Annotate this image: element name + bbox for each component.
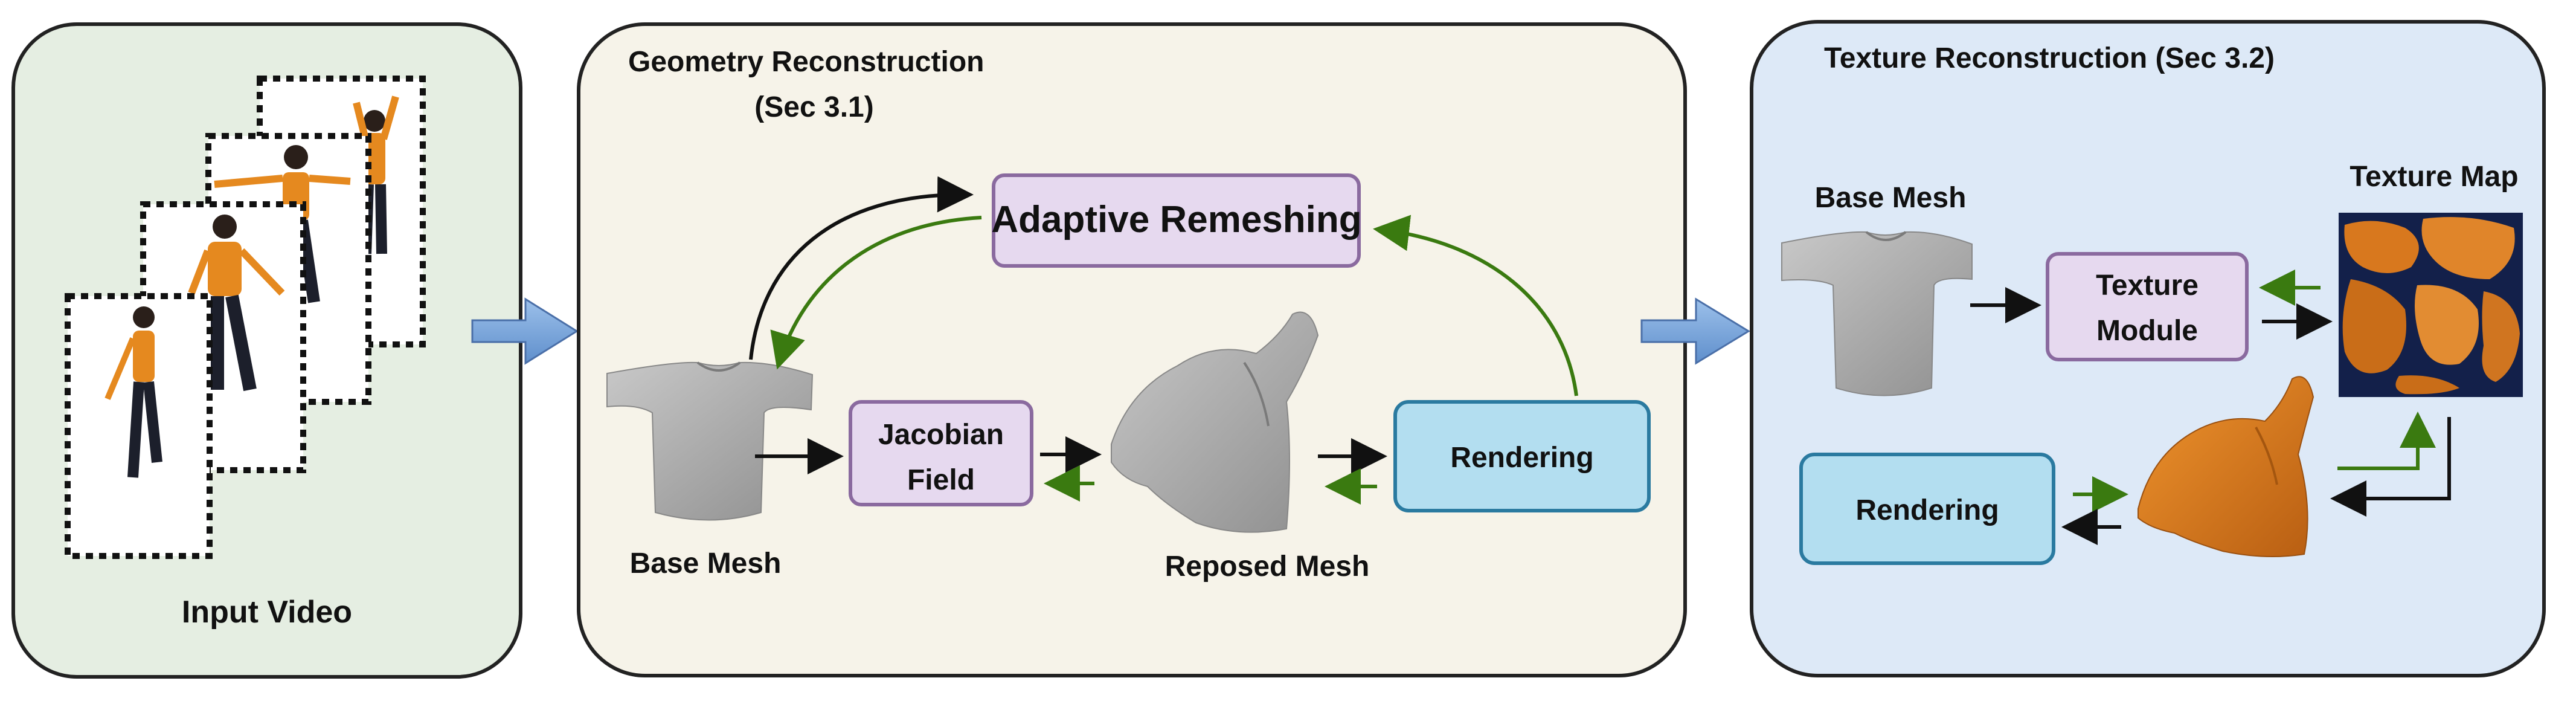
geometry-reconstruction-panel: Geometry Reconstruction (Sec 3.1) Adapti… [577,22,1687,677]
geometry-rendering-module: Rendering [1393,400,1651,512]
texture-arrows [1970,270,2451,545]
texture-module-line1: Texture [2096,270,2199,302]
texture-map-icon [2339,213,2523,397]
person-figure-icon [188,215,285,392]
texture-module: Texture Module [2046,252,2249,361]
input-video-label: Input Video [182,595,352,630]
texture-module-line2: Module [2096,315,2198,347]
big-arrow-icon [1640,297,1750,365]
geometry-title-line1: Geometry Reconstruction [628,46,984,78]
video-frame-1 [65,293,213,559]
big-arrow-icon [471,297,579,365]
texture-base-mesh-label: Base Mesh [1815,182,1967,214]
adaptive-remeshing-module: Adaptive Remeshing [991,173,1362,268]
texture-rendering-module: Rendering [1799,453,2055,565]
input-video-panel: Input Video [11,22,522,679]
tshirt-mesh-icon [1781,231,1973,396]
texture-map-label: Texture Map [2350,161,2518,193]
geometry-base-mesh-label: Base Mesh [630,548,782,580]
reposed-mesh-icon [1111,311,1319,533]
orange-mesh-icon [2138,376,2314,557]
texture-title: Texture Reconstruction (Sec 3.2) [1824,42,2275,74]
tshirt-mesh-icon [606,361,814,521]
geometry-title-line2: (Sec 3.1) [754,91,873,123]
person-figure-icon [104,306,162,478]
texture-reconstruction-panel: Texture Reconstruction (Sec 3.2) Base Me… [1750,20,2546,677]
jacobian-label-line2: Field [907,464,975,496]
geometry-rendering-label: Rendering [1450,442,1593,474]
texture-rendering-label: Rendering [1855,494,1999,526]
jacobian-label-line1: Jacobian [878,419,1004,451]
adaptive-remeshing-label: Adaptive Remeshing [991,199,1361,241]
geometry-arrows [749,176,1578,505]
reposed-mesh-label: Reposed Mesh [1165,551,1370,583]
jacobian-field-module: Jacobian Field [849,400,1033,506]
